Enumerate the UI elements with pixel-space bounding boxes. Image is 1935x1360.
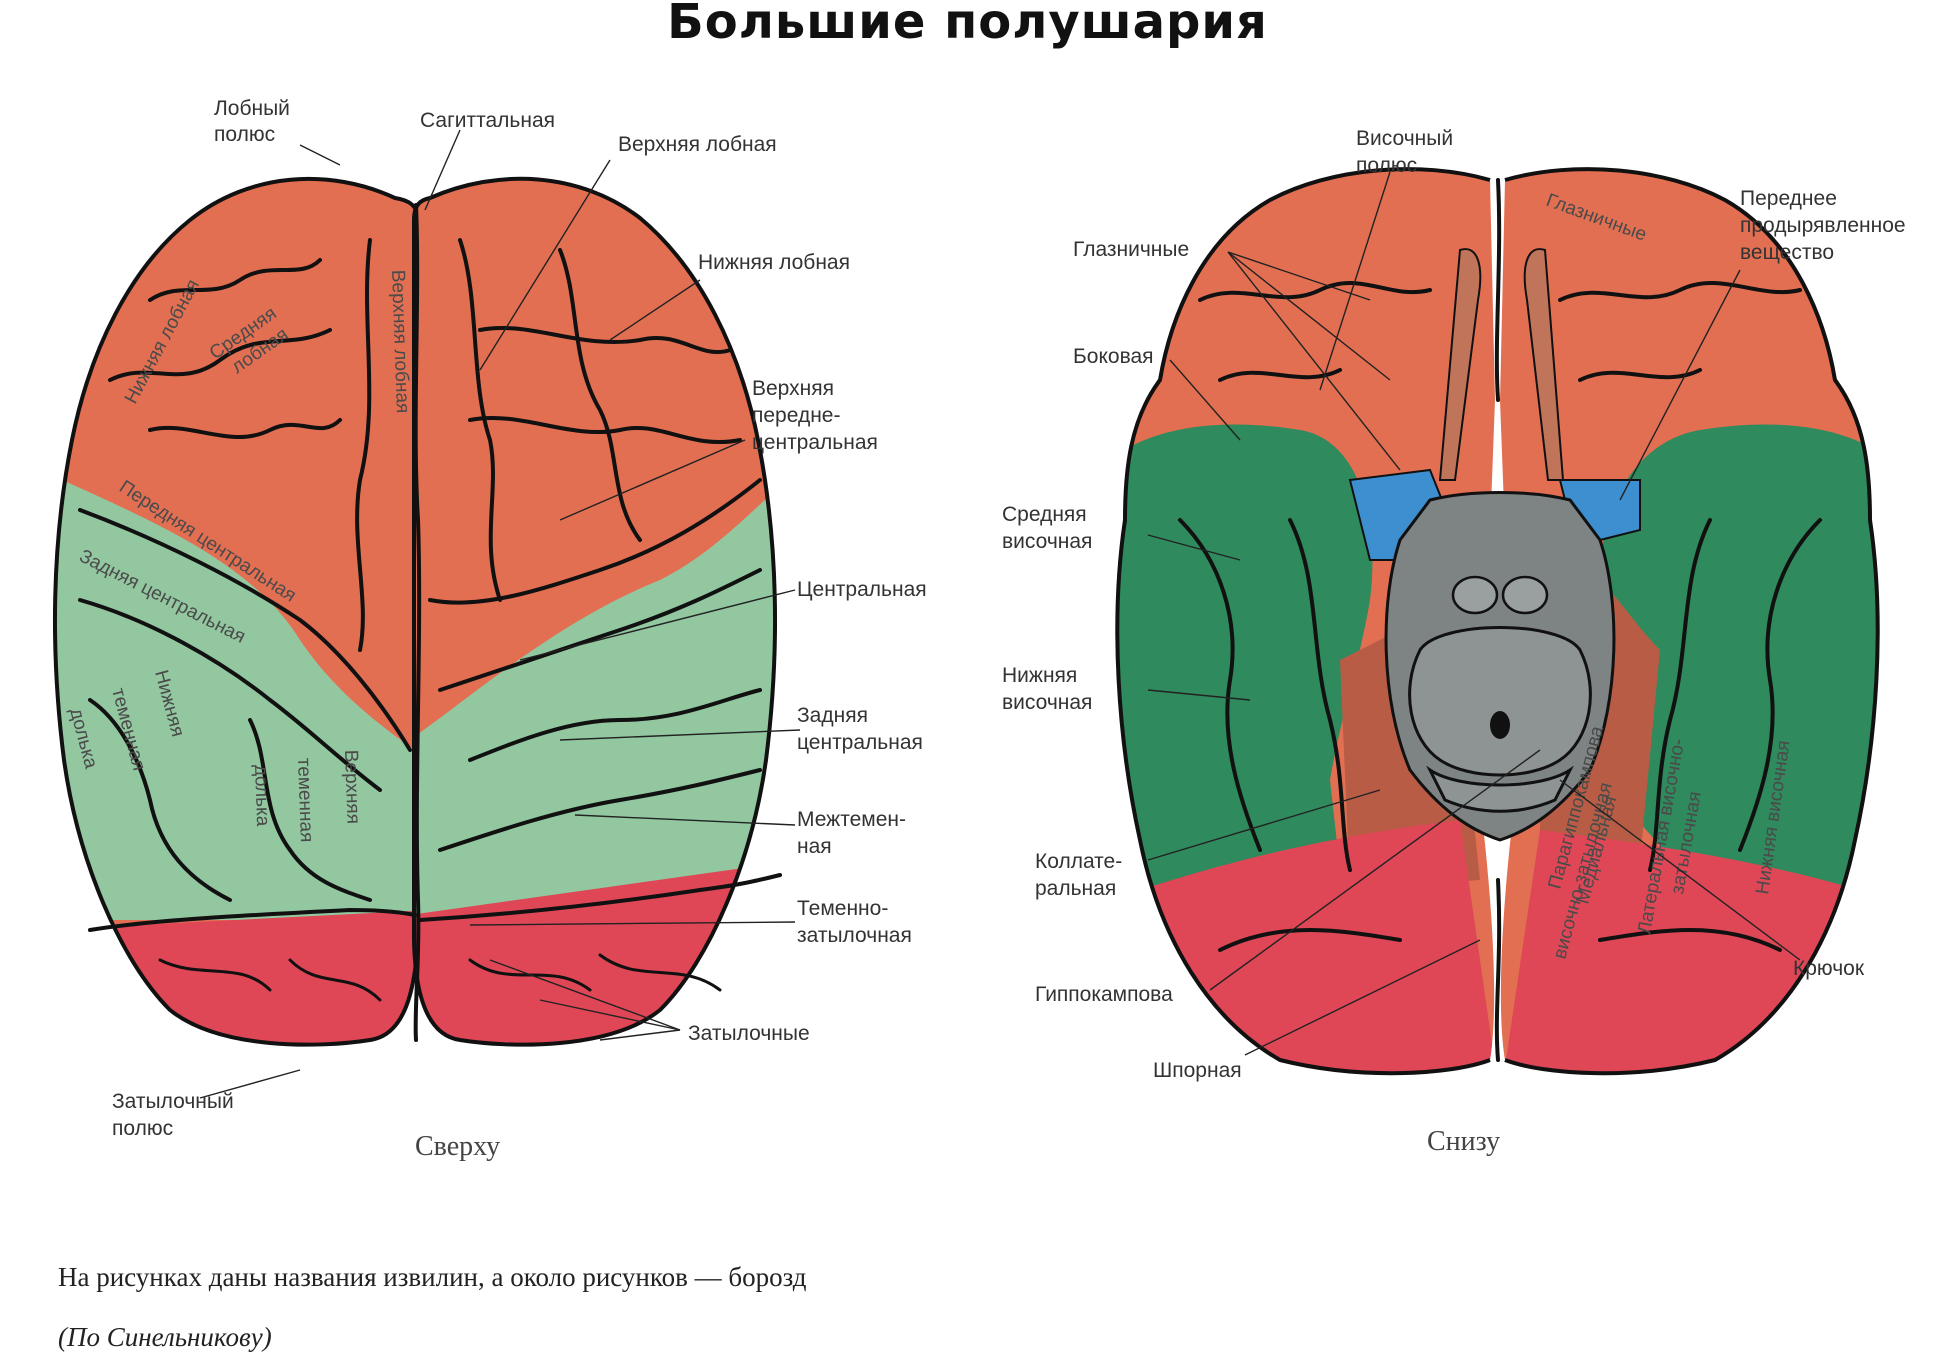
label-parieto-occipital: Теменно-затылочная <box>797 897 912 947</box>
top-left-outline <box>52 176 420 1047</box>
bottom-midline-fissure <box>1494 178 1502 1062</box>
caption-top: Сверху <box>415 1131 500 1162</box>
bottom-right-outline <box>1504 167 1880 1076</box>
mammillary-body-left <box>1451 575 1499 615</box>
pons <box>1408 626 1592 777</box>
gyrus-superior-parietal-label: долька <box>250 764 273 827</box>
mammillary-body-right <box>1501 575 1549 615</box>
gyrus-superior-parietal-line3: Верхняя <box>340 749 364 824</box>
bottom-leader-lines <box>1147 171 1801 1056</box>
label-intraparietal: Межтемен-ная <box>797 808 906 858</box>
top-leader-lines <box>199 129 801 1099</box>
footnote: На рисунках даны названия извилин, а око… <box>58 1262 807 1292</box>
top-left-hemisphere <box>54 178 419 1045</box>
temporal-lobe-right <box>1600 424 1878 900</box>
gyrus-superior-parietal-label3: Верхняя <box>340 749 364 824</box>
temporal-lobe-left <box>1117 424 1373 900</box>
top-right-outline <box>412 176 778 1047</box>
parietal-lobe-right <box>414 470 776 920</box>
top-right-sulci <box>418 238 782 992</box>
bottom-right-hemisphere <box>1500 169 1878 1074</box>
page-title: Большие полушария <box>667 0 1268 50</box>
label-hippocampal: Гиппокампова <box>1035 983 1173 1006</box>
label-inferior-frontal: Нижняя лобная <box>698 251 850 274</box>
bottom-left-outline <box>1115 167 1491 1076</box>
longitudinal-fissure <box>413 203 422 1042</box>
medulla <box>1426 765 1574 813</box>
label-superior-frontal: Верхняя лобная <box>618 133 777 156</box>
label-occipital: Затылочные <box>688 1022 810 1045</box>
label-calcarine: Шпорная <box>1153 1059 1242 1082</box>
gyrus-superior-parietal-line2: теменная <box>293 757 317 842</box>
top-right-hemisphere <box>414 178 776 1045</box>
label-orbital: Глазничные <box>1073 238 1189 261</box>
top-left-sulci <box>78 238 417 1002</box>
label-sagittal: Сагиттальная <box>420 109 555 132</box>
olfactory-tract-left <box>1438 248 1482 481</box>
label-lateral: Боковая <box>1073 345 1154 368</box>
top-view-brain <box>52 176 782 1047</box>
caption-bottom: Снизу <box>1427 1126 1500 1157</box>
bottom-view-brain <box>1115 167 1880 1076</box>
parietal-lobe-left <box>54 470 419 920</box>
cerebral-aqueduct <box>1490 711 1510 739</box>
label-collateral: Коллате-ральная <box>1035 850 1122 900</box>
gyrus-superior-parietal-line1: долька <box>250 764 273 827</box>
label-uncus: Крючок <box>1793 957 1865 980</box>
gyrus-superior-frontal-label: Верхняя лобная <box>387 269 413 413</box>
bottom-sulci <box>1178 280 1822 952</box>
olfactory-tract-right <box>1523 248 1565 481</box>
gyrus-superior-parietal-label2: теменная <box>293 757 317 842</box>
source-citation: (По Синельникову) <box>58 1322 272 1352</box>
label-central: Центральная <box>797 578 927 601</box>
